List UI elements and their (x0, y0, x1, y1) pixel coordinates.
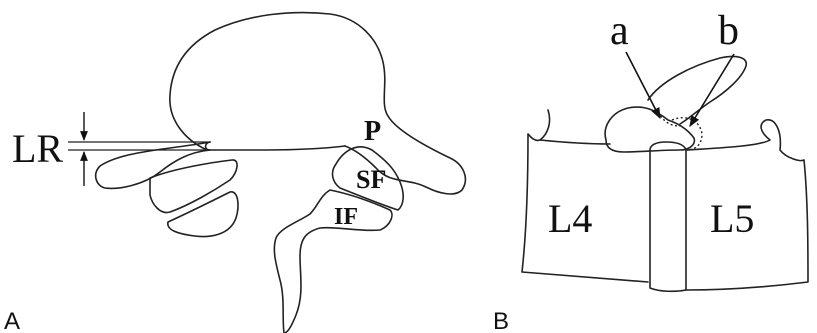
transverse-process-left (96, 142, 210, 188)
pedicle-outline (206, 142, 346, 150)
label-a: a (610, 8, 629, 54)
inferior-left-lobe (168, 192, 238, 237)
vertebral-body-outline (170, 13, 466, 194)
label-if: IF (334, 204, 358, 230)
panel-a: LR P SF IF A (4, 13, 465, 333)
panel-label-a: A (4, 308, 20, 333)
panel-label-b: B (493, 308, 509, 333)
label-p: P (364, 116, 381, 147)
label-l5: L5 (710, 196, 754, 241)
label-lr: LR (12, 126, 63, 171)
label-sf: SF (356, 165, 386, 194)
l4-upper-edge (540, 140, 610, 144)
panel-b: a b L4 L5 B (493, 8, 808, 333)
facet-gap-dotted (672, 118, 702, 150)
label-b: b (718, 8, 739, 54)
central-column (650, 142, 686, 291)
lamina-left-fragment (150, 160, 237, 213)
label-l4: L4 (548, 196, 592, 241)
